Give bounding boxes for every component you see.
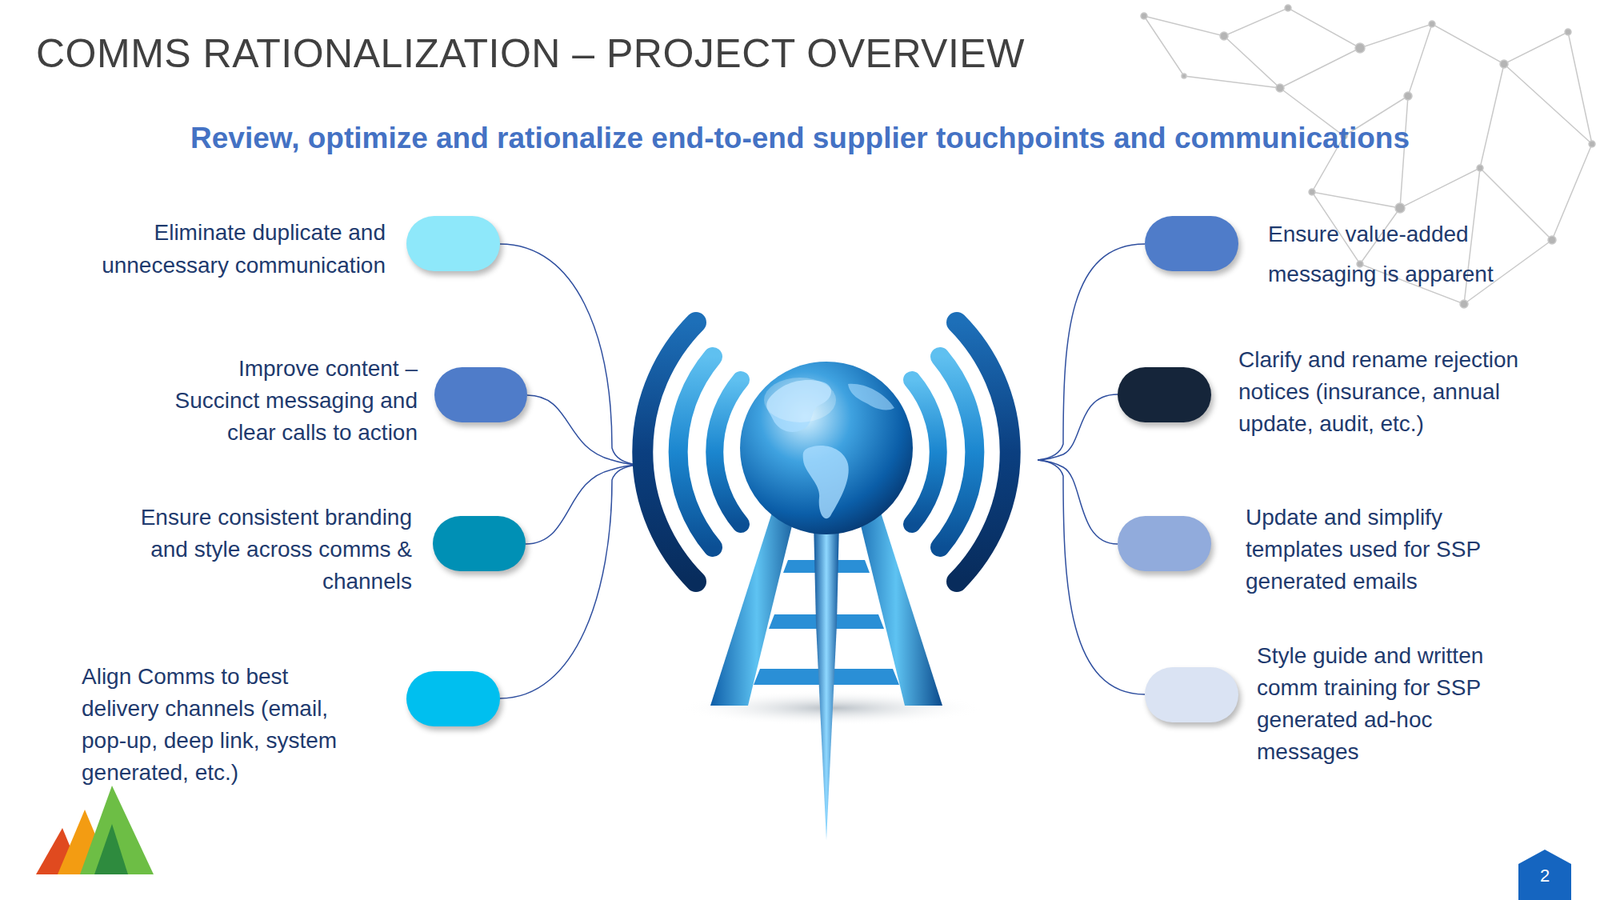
objective-node: Eliminate duplicate and unnecessary comm… [81,216,500,282]
page-number: 2 [1518,865,1572,887]
objective-node: Ensure value-added messaging is apparent [1144,214,1532,295]
network-dot [1395,203,1405,213]
objective-text: Ensure consistent branding and style acr… [128,501,412,598]
network-dot [1428,20,1436,28]
bracket-line [1037,394,1118,460]
objective-node: Clarify and rename rejection notices (in… [1117,344,1547,440]
bracket-line [500,244,638,465]
network-dot [1181,73,1187,79]
pill-shape [434,367,528,423]
globe-continent [803,445,849,519]
bracket-line [527,395,638,465]
objective-text: Ensure value-added messaging is apparent [1268,214,1532,295]
globe-continent [848,384,895,411]
objective-text: Improve content – Succinct messaging and… [153,352,418,449]
objective-text: Update and simplify templates used for S… [1245,501,1494,598]
signal-arc [912,380,939,524]
objective-text: Clarify and rename rejection notices (in… [1238,344,1547,440]
pill-shape [406,671,500,727]
network-dot [1404,92,1412,100]
page-badge [1518,849,1572,900]
network-dot [1284,4,1292,12]
bracket-line [1037,460,1118,544]
network-dot [1140,12,1148,20]
slide-subtitle: Review, optimize and rationalize end-to-… [0,121,1600,156]
pill-shape [1117,516,1212,572]
objective-text: Align Comms to best delivery channels (e… [81,660,370,789]
network-dot [1588,140,1596,148]
tower-illustration [642,322,1010,840]
globe-highlight [764,377,836,423]
pill-shape [1144,667,1239,723]
logo-peak [94,824,128,875]
bracket-line [525,464,638,544]
pill-shape [1144,216,1239,272]
network-dot [1500,60,1508,68]
pill-shape [406,216,500,272]
network-dot [1476,164,1484,172]
network-dot [1308,188,1316,196]
objective-node: Align Comms to best delivery channels (e… [81,660,500,789]
logo-peak [80,785,154,875]
network-dot [1276,84,1284,92]
slide-title: COMMS RATIONALIZATION – PROJECT OVERVIEW [36,30,1025,77]
network-dot [1460,300,1468,308]
company-logo [36,785,154,875]
bracket-line [1037,460,1145,695]
network-dot [1564,28,1572,36]
globe [740,361,913,535]
objective-node: Ensure consistent branding and style acr… [128,501,526,598]
signal-arc [714,380,741,524]
pill-shape [432,516,526,572]
tower-spike [812,488,840,840]
network-dot [1220,32,1228,40]
objective-node: Update and simplify templates used for S… [1117,501,1494,598]
objective-text: Eliminate duplicate and unnecessary comm… [81,216,386,282]
objective-node: Improve content – Succinct messaging and… [153,352,528,449]
objective-node: Style guide and written comm training fo… [1144,640,1509,768]
objective-text: Style guide and written comm training fo… [1256,640,1509,768]
bracket-line [500,464,638,699]
network-line [1144,8,1592,304]
pill-shape [1117,367,1212,423]
network-decoration [1140,4,1596,308]
network-dot [1355,43,1365,53]
network-dot [1548,236,1556,244]
bracket-line [1037,244,1145,460]
